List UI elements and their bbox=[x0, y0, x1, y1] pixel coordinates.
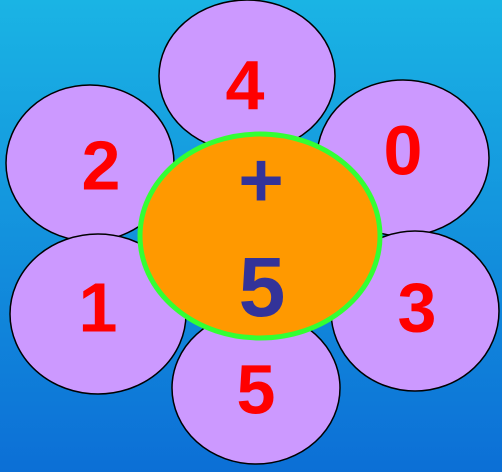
petal-top-number: 4 bbox=[226, 46, 265, 124]
petal-upper-right-number: 0 bbox=[384, 111, 423, 189]
center-number: 5 bbox=[239, 240, 286, 334]
flower-center bbox=[137, 131, 383, 341]
center-operator: + bbox=[238, 136, 284, 224]
petal-lower-right-number: 3 bbox=[398, 268, 437, 346]
petal-bottom-number: 5 bbox=[237, 350, 276, 428]
petal-lower-left-number: 1 bbox=[79, 268, 118, 346]
petal-upper-left-number: 2 bbox=[82, 126, 121, 204]
